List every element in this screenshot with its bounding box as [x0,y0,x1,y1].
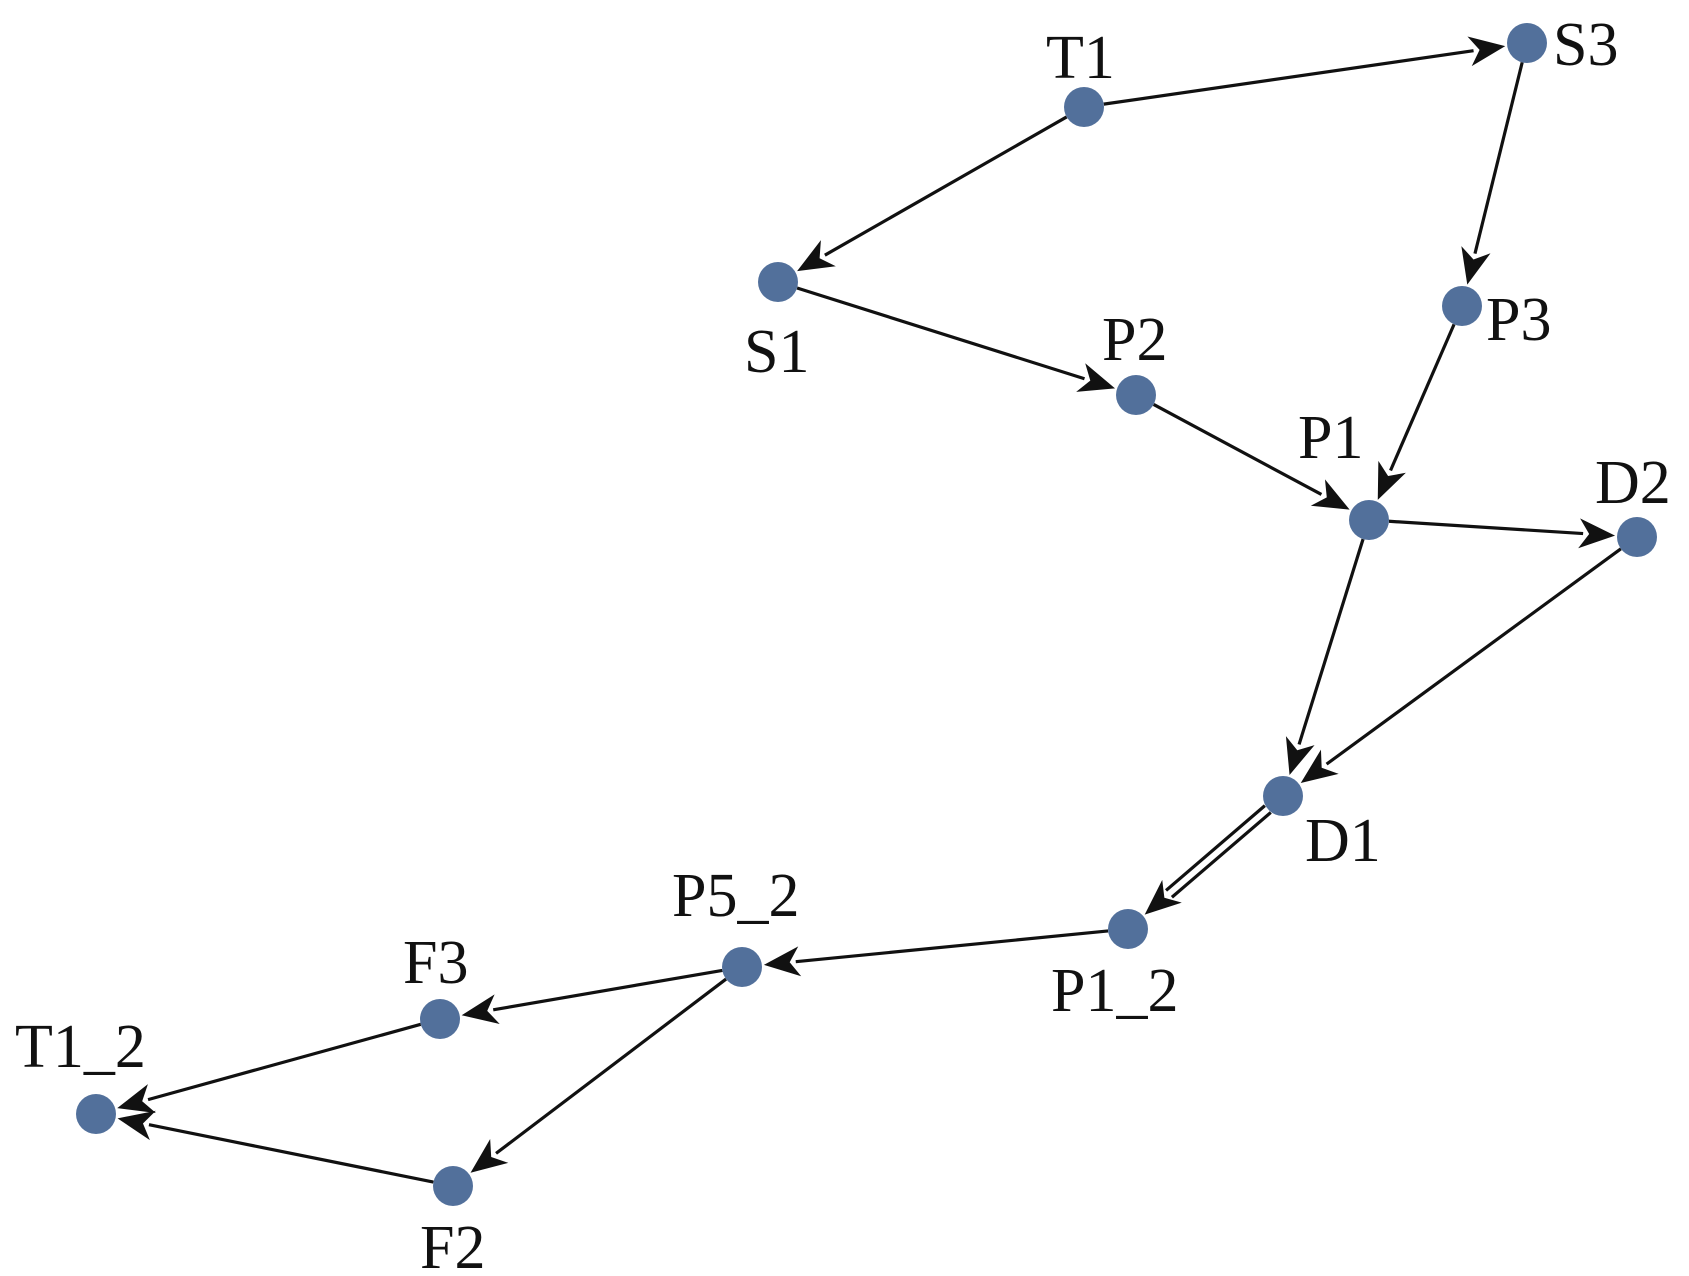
edge-D2-to-D1 [1300,547,1622,784]
edge-line [1165,804,1266,892]
node-label-T1_2: T1_2 [15,1013,146,1081]
node-label-F3: F3 [403,929,468,997]
node-P1 [1349,500,1389,540]
edge-line [1473,62,1524,254]
edge-P1-to-D2 [1388,518,1616,549]
edge-D1-to-P1_2-2 [1165,804,1266,892]
node-P3 [1442,286,1482,326]
arrowhead-icon [117,1110,156,1141]
edge-line [824,115,1068,257]
node-label-P1_2: P1_2 [1051,957,1178,1025]
node-label-S3: S3 [1553,11,1618,79]
node-T1_2 [76,1094,116,1134]
edge-line [796,286,1085,381]
nodes-layer [76,23,1657,1206]
edge-P3-to-P1 [1377,323,1456,500]
node-label-F2: F2 [420,1214,485,1276]
edge-P1_2-to-P5_2 [763,929,1109,977]
arrowhead-icon [470,1139,509,1173]
node-P2 [1116,375,1156,415]
arrowhead-icon [1285,736,1315,775]
arrowhead-icon [1144,879,1182,915]
edge-S3-to-P3 [1461,62,1524,285]
edge-line [1297,538,1365,745]
node-label-D2: D2 [1595,449,1671,517]
edge-D1-to-P1_2-1 [1144,811,1272,915]
node-T1 [1064,87,1104,127]
edge-line [795,929,1109,964]
edge-line [148,1123,434,1184]
node-F3 [420,999,460,1039]
arrowhead-icon [797,240,836,272]
arrowhead-icon [117,1084,156,1114]
node-P1_2 [1108,909,1148,949]
edge-S1-to-P2 [796,286,1116,392]
edges-layer [117,36,1622,1184]
node-label-P2: P2 [1102,306,1167,374]
arrowhead-icon [1467,36,1506,67]
edge-P1-to-D1 [1285,538,1365,775]
node-S1 [758,262,798,302]
edge-line [492,968,723,1012]
edge-line [1325,547,1622,766]
edge-F2-to-T1_2 [117,1110,434,1184]
node-label-S1: S1 [744,318,809,386]
arrowhead-icon [461,994,500,1024]
edge-P5_2-to-F3 [461,968,723,1024]
arrowhead-icon [1310,479,1350,510]
node-P5_2 [722,947,762,987]
edge-line [147,1022,422,1102]
node-label-P1: P1 [1298,404,1363,472]
edge-line [1388,519,1584,536]
arrowhead-icon [1461,246,1491,285]
edge-line [1103,49,1474,106]
node-S3 [1507,23,1547,63]
arrowhead-icon [1578,518,1616,549]
arrowhead-icon [1076,363,1116,392]
node-D2 [1617,517,1657,557]
edge-T1-to-S3 [1103,36,1506,106]
node-label-D1: D1 [1305,807,1381,875]
edge-P2-to-P1 [1152,403,1350,510]
node-D1 [1263,776,1303,816]
edge-F3-to-T1_2 [117,1022,422,1114]
edge-line [1389,323,1456,472]
arrowhead-icon [1300,749,1339,784]
arrowhead-icon [1377,460,1406,500]
arrowhead-icon [763,946,802,977]
edge-line [1170,811,1272,899]
edge-line [1152,403,1323,496]
edge-P5_2-to-F2 [470,977,728,1173]
node-label-P5_2: P5_2 [672,862,799,930]
edge-T1-to-S1 [797,115,1068,272]
node-label-P3: P3 [1486,286,1551,354]
node-F2 [433,1166,473,1206]
node-label-T1: T1 [1046,24,1115,92]
edge-line [495,977,728,1155]
